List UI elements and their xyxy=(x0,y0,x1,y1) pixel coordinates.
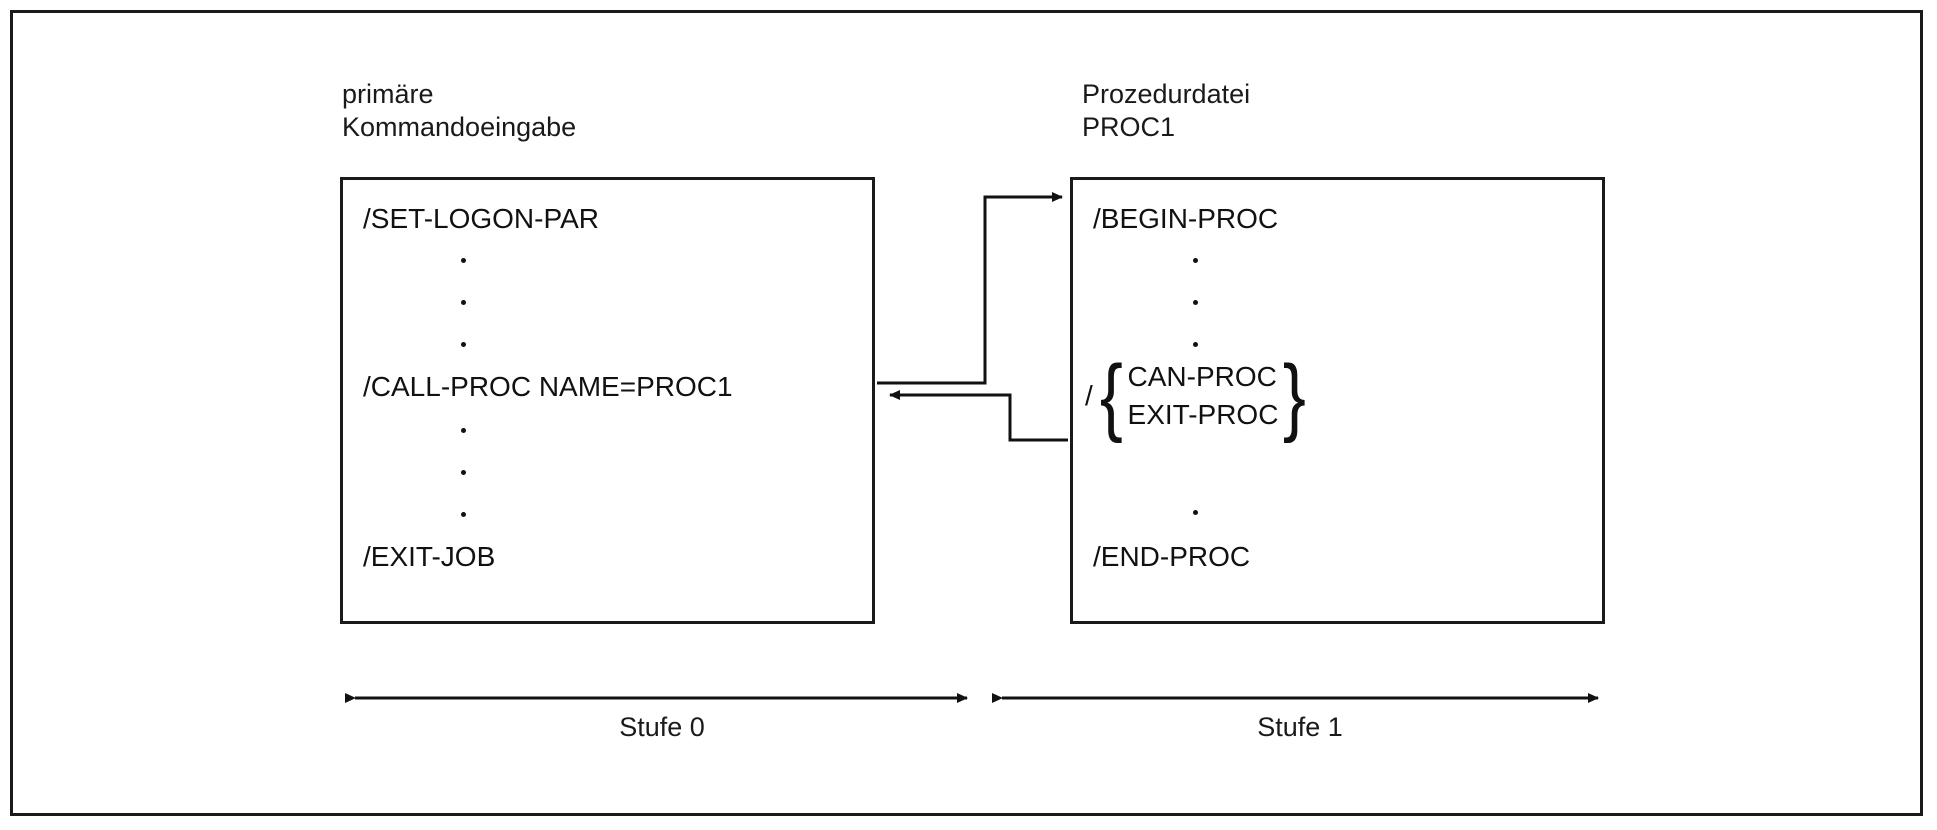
command-call-proc: /CALL-PROC NAME=PROC1 xyxy=(363,371,733,402)
level-0-label: Stufe 0 xyxy=(619,712,705,742)
alternative-exit-proc: EXIT-PROC xyxy=(1127,399,1279,430)
procedure-file-box: /BEGIN-PROC / { CAN-PROC EXIT-PROC } /EN… xyxy=(1070,177,1605,624)
ellipsis-dot xyxy=(1193,300,1198,305)
level-1-label: Stufe 1 xyxy=(1257,712,1343,742)
figure-frame xyxy=(10,10,1923,816)
ellipsis-dot xyxy=(461,428,466,433)
ellipsis-dot xyxy=(461,300,466,305)
close-brace-icon: } xyxy=(1283,348,1307,444)
ellipsis-dot xyxy=(461,342,466,347)
ellipsis-dot xyxy=(1193,510,1198,515)
command-set-logon-par: /SET-LOGON-PAR xyxy=(363,203,599,234)
open-brace-icon: { xyxy=(1099,348,1123,444)
alternatives-slash: / xyxy=(1085,380,1093,411)
alternative-can-proc: CAN-PROC xyxy=(1127,361,1277,392)
ellipsis-dot xyxy=(1193,258,1198,263)
left-box-caption: primäre Kommandoeingabe xyxy=(342,79,577,142)
command-end-proc: /END-PROC xyxy=(1093,541,1251,572)
ellipsis-dot xyxy=(1193,342,1198,347)
procedure-alternatives-group: / { CAN-PROC EXIT-PROC } xyxy=(1085,348,1309,444)
ellipsis-dot xyxy=(461,470,466,475)
ellipsis-dot xyxy=(461,258,466,263)
command-exit-job: /EXIT-JOB xyxy=(363,541,496,572)
right-box-caption: Prozedurdatei PROC1 xyxy=(1082,79,1251,142)
command-begin-proc: /BEGIN-PROC xyxy=(1093,203,1279,234)
primary-command-input-box: /SET-LOGON-PAR /CALL-PROC NAME=PROC1 /EX… xyxy=(340,177,875,624)
ellipsis-dot xyxy=(461,512,466,517)
alternatives-list: CAN-PROC EXIT-PROC xyxy=(1128,358,1279,434)
